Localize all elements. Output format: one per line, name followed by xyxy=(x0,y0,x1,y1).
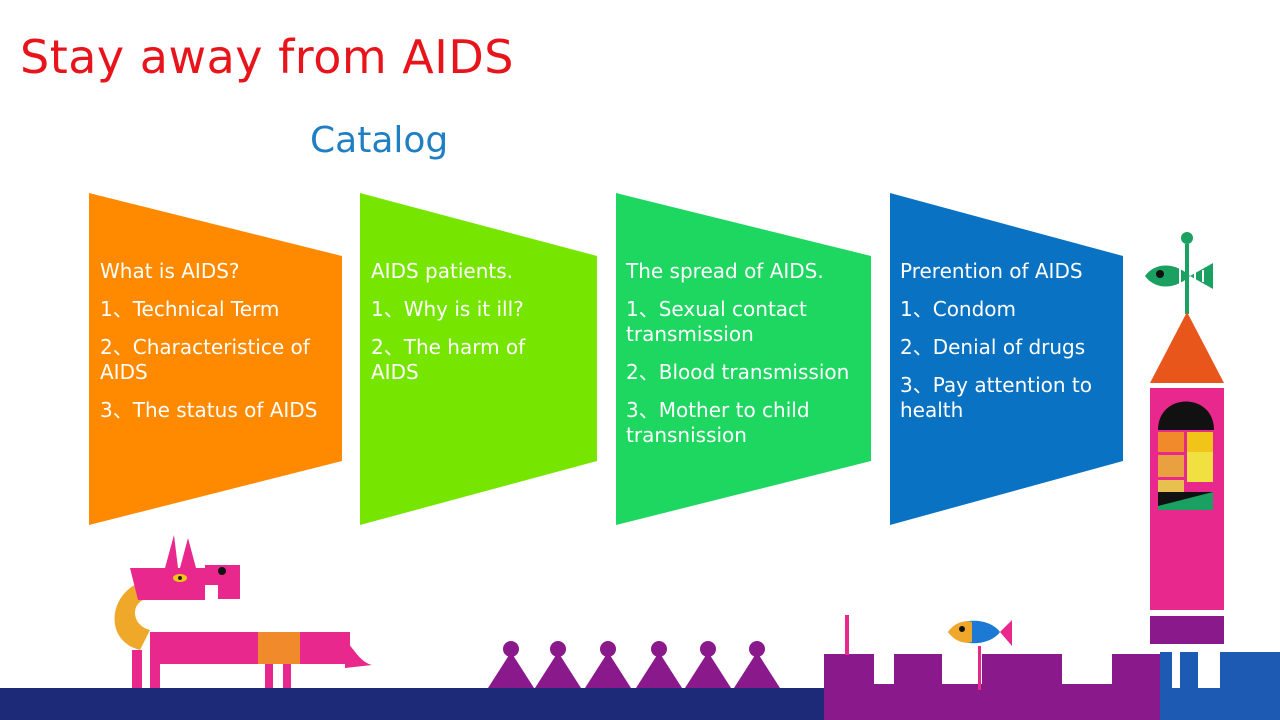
panel-item: 2、Denial of drugs xyxy=(900,335,1086,359)
slide-title: Stay away from AIDS xyxy=(20,30,514,84)
panel-item: 3、Pay attention to health xyxy=(900,373,1093,422)
panel-shape-2 xyxy=(616,193,871,525)
tower-illustration xyxy=(1145,232,1224,644)
panel-heading: The spread of AIDS. xyxy=(626,259,824,283)
panel-item: 1、Technical Term xyxy=(100,297,280,321)
panel-heading: What is AIDS? xyxy=(100,259,240,283)
panel-item: 3、The status of AIDS xyxy=(100,398,318,422)
panel-2: The spread of AIDS. 1、Sexual contact tra… xyxy=(626,259,856,461)
panel-item: 2、The harm of AIDS xyxy=(371,335,526,384)
panel-item: 2、Blood transmission xyxy=(626,360,850,384)
panel-item: 3、Mother to child transnission xyxy=(626,398,810,447)
panel-shape-3 xyxy=(890,193,1123,525)
panel-shape-0 xyxy=(89,193,342,525)
panel-shape-1 xyxy=(360,193,597,525)
fish-icon xyxy=(948,620,1012,690)
panel-item: 2、Characteristice of AIDS xyxy=(100,335,310,384)
slide-subtitle: Catalog xyxy=(310,120,449,161)
panel-3: Prerention of AIDS 1、Condom 2、Denial of … xyxy=(900,259,1105,436)
panel-heading: Prerention of AIDS xyxy=(900,259,1083,283)
fish-weathervane-icon xyxy=(1145,232,1213,314)
triangle-people-illustration xyxy=(488,641,780,688)
panel-0: What is AIDS? 1、Technical Term 2、Charact… xyxy=(100,259,330,436)
panel-1: AIDS patients. 1、Why is it ill? 2、The ha… xyxy=(371,259,571,398)
castle-wall-illustration xyxy=(824,615,1280,720)
panel-item: 1、Why is it ill? xyxy=(371,297,524,321)
panel-item: 1、Sexual contact transmission xyxy=(626,297,807,346)
panel-item: 1、Condom xyxy=(900,297,1017,321)
dog-illustration xyxy=(114,535,372,688)
panel-heading: AIDS patients. xyxy=(371,259,513,283)
